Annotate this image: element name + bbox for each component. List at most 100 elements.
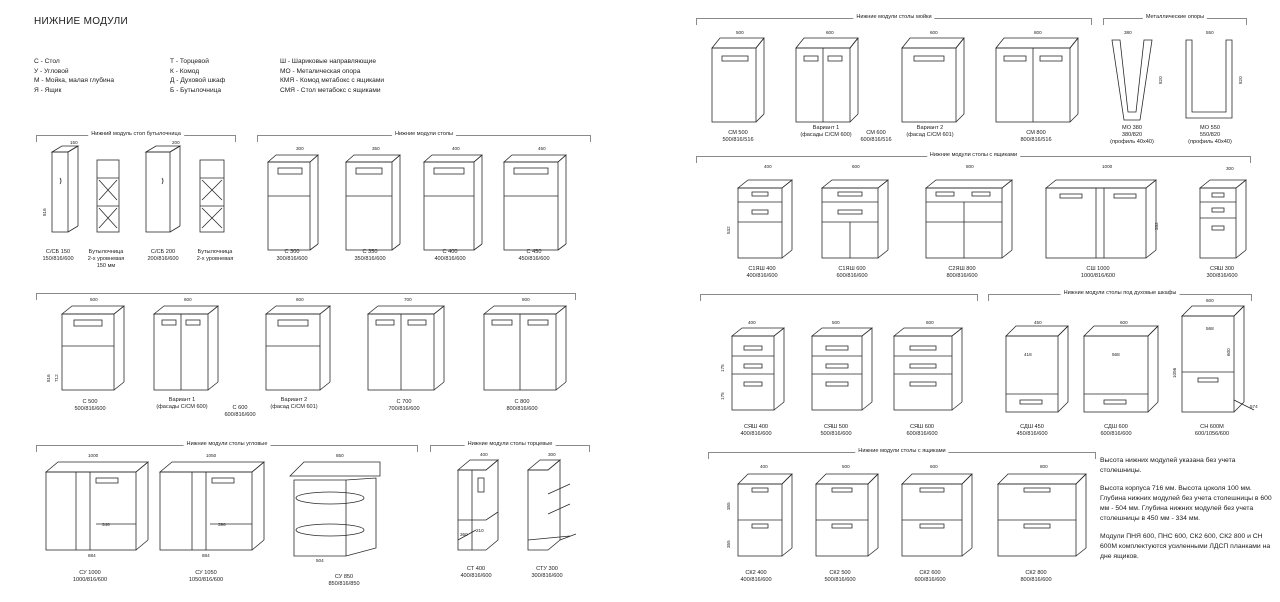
caption-name: СК2 400 — [745, 570, 767, 576]
caption-size: 400/816/600 — [740, 577, 772, 583]
dim-label: 1050 — [206, 453, 217, 458]
dim-label: 800 — [522, 297, 530, 302]
cabinet-c1yash-400 — [736, 179, 794, 259]
cabinet-c-500 — [60, 305, 126, 391]
caption-name: СДШ 600 — [1104, 424, 1128, 430]
caption-name: С2ЯШ 800 — [948, 266, 976, 272]
dim-label: 360 — [460, 532, 468, 537]
dim-label: 816 — [42, 208, 47, 216]
cabinet-c2yash-800 — [924, 179, 1014, 259]
cabinet-c-sb-150 — [50, 145, 80, 233]
caption-name: С 700 — [396, 399, 412, 405]
caption-size: 800/816/516 — [1020, 137, 1052, 143]
dim-label: 1000 — [1102, 164, 1113, 169]
dim-label: 600 — [826, 30, 834, 35]
caption-size: 600/816/600 — [914, 577, 946, 583]
page-title: НИЖНИЕ МОДУЛИ — [34, 16, 128, 27]
caption-size: 300/816/600 — [531, 573, 563, 579]
caption-name: СК2 600 — [919, 570, 941, 576]
caption-name: Бутылочница — [197, 249, 233, 255]
caption-name: СК2 500 — [829, 570, 851, 576]
cabinet-c-350 — [344, 154, 402, 251]
caption-name: СШ 1000 — [1086, 266, 1110, 272]
dim-label: 600 — [930, 30, 938, 35]
dim-label: 800 — [1034, 30, 1042, 35]
caption-size: 700/816/600 — [388, 406, 420, 412]
caption-size: 800/816/600 — [1020, 577, 1052, 583]
cabinet-st-400 — [456, 459, 500, 551]
caption-name: МО 380 — [1122, 125, 1142, 131]
caption-name: С 500 — [82, 399, 98, 405]
section-drawers-2: Нижние модули столы с ящиками — [708, 448, 1096, 459]
section-label: Металлические опоры — [1142, 14, 1208, 20]
caption-size: 500/816/600 — [74, 406, 106, 412]
dim-label: 350 — [372, 146, 380, 151]
legend-column-1: С - Стол У - Угловой М - Мойка, малая гл… — [34, 57, 114, 95]
dim-label: 300 — [296, 146, 304, 151]
caption-size: 600/816/600 — [224, 412, 256, 418]
cabinet-su-1050 — [158, 461, 266, 551]
cabinet-c1yash-600 — [820, 179, 890, 259]
dim-label: 820 — [1238, 76, 1243, 84]
legend-item: Ш - Шариковые направляющие — [280, 58, 377, 65]
dim-label: 210 — [476, 528, 484, 533]
cabinet-sk2-600 — [901, 473, 973, 557]
dim-label: 850 — [336, 453, 344, 458]
dim-label: 500 — [90, 297, 98, 302]
dim-label: 600 — [926, 320, 934, 325]
dim-label: 500 — [832, 320, 840, 325]
legend-item: К - Комод — [170, 67, 200, 75]
cabinet-c-300 — [266, 154, 320, 251]
section-sink: Нижние модули столы мойки — [696, 14, 1092, 25]
caption-name: СЯШ 300 — [1209, 266, 1235, 272]
section-drawers-left — [700, 294, 978, 301]
dim-label: 418 — [1024, 352, 1032, 357]
section-label: Нижний модуль стол бутылочница — [88, 131, 184, 137]
dim-label: 816 — [46, 374, 51, 382]
caption-size: 450/816/600 — [1016, 431, 1048, 437]
dim-label: 504 — [316, 558, 324, 563]
caption-name: С 450 — [526, 249, 542, 255]
caption-size: 380/820 — [1121, 132, 1143, 138]
caption-variant-2: Вариант 2(фасад С/СМ 601) — [270, 397, 317, 411]
dim-label: 380 — [1124, 30, 1132, 35]
dim-label: 400 — [764, 164, 772, 169]
dim-label: 600 — [184, 297, 192, 302]
caption-size: 2-х уровневая — [196, 256, 234, 262]
caption-note: 150 мм — [96, 263, 116, 269]
dim-label: 175 — [720, 364, 725, 372]
dim-label: 346 — [102, 522, 110, 527]
caption-name: СУ 1050 — [195, 570, 217, 576]
legend-item: М - Мойка, малая глубина — [34, 77, 114, 85]
section-label: Нижние модули столы угловые — [183, 441, 271, 447]
legend-item: Т - Торцевой — [170, 58, 209, 65]
caption-size: 500/816/600 — [820, 431, 852, 437]
dim-label: 600 — [1206, 298, 1214, 303]
section-label: Нижние модули столы под духовые шкафы — [1060, 290, 1180, 296]
dim-label: 532 — [726, 226, 731, 234]
caption-size: (фасады С/СМ 600) — [800, 132, 852, 138]
dim-label: 300 — [1226, 166, 1234, 171]
caption-name: СУ 1000 — [79, 570, 101, 576]
caption-name: СДШ 450 — [1020, 424, 1044, 430]
caption-size: 400/816/600 — [746, 273, 778, 279]
caption-name: СУ 850 — [334, 574, 354, 580]
dim-label: 175 — [720, 392, 725, 400]
caption-name: СМ 800 — [1026, 130, 1046, 136]
cabinet-stu-300 — [526, 459, 577, 551]
dim-label: 355 — [726, 540, 731, 548]
